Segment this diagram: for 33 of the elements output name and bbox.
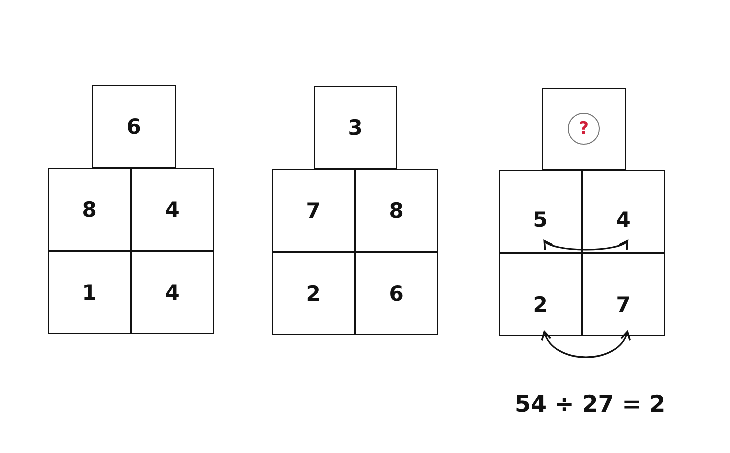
number-cell: [48, 168, 131, 251]
number-cell: [499, 253, 582, 336]
number-cell: [582, 253, 665, 336]
number-cell: [314, 86, 397, 169]
curved-arrow: [544, 240, 629, 251]
curved-arrow: [542, 331, 630, 358]
number-cell: [582, 170, 665, 253]
number-cell: [499, 170, 582, 253]
number-cell: [355, 169, 438, 252]
cell-number: 4: [165, 198, 180, 222]
cell-number: 2: [533, 292, 548, 316]
number-cell: [355, 252, 438, 335]
number-cell: [272, 169, 355, 252]
number-cell: [92, 85, 176, 168]
cell-number: 4: [616, 208, 631, 232]
cell-number: 3: [348, 116, 363, 140]
cell-number: 4: [165, 280, 180, 304]
cell-number: 5: [533, 208, 548, 232]
number-cell: [131, 251, 214, 334]
cell-number: 2: [306, 282, 321, 306]
cell-number: 6: [126, 114, 142, 138]
cell-number: 1: [82, 280, 97, 304]
cell-number: 7: [306, 198, 321, 222]
question-mark-circle: ?: [568, 113, 600, 145]
number-cell: [542, 88, 626, 170]
cell-number: 7: [616, 292, 631, 316]
cell-number: 8: [82, 198, 97, 222]
cell-number: 8: [389, 198, 404, 222]
number-cell: [48, 251, 131, 334]
number-cell: [272, 252, 355, 335]
equation: 54 ÷ 27 = 2: [515, 392, 666, 418]
number-cell: [131, 168, 214, 251]
cell-number: 6: [389, 282, 404, 306]
